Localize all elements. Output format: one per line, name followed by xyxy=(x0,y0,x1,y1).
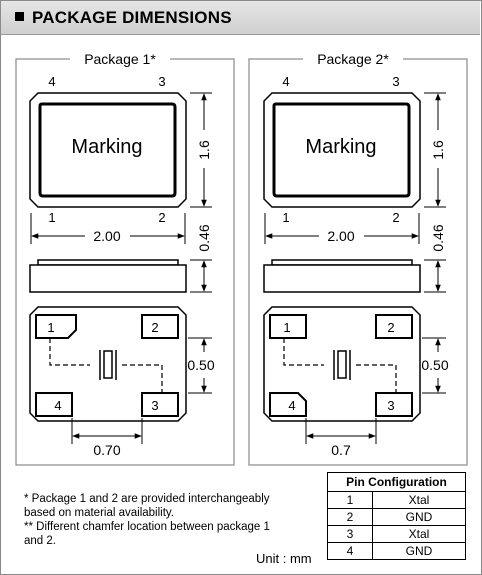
note-line-3: ** Different chamfer location between pa… xyxy=(24,521,270,533)
section-title-text: PACKAGE DIMENSIONS xyxy=(32,8,232,27)
pin-function: Xtal xyxy=(372,491,466,509)
package-1-pad-3 xyxy=(141,392,179,417)
package-2-title: Package 2* xyxy=(317,51,389,67)
pin-number: 1 xyxy=(327,491,373,509)
package-1-pad-3-label: 3 xyxy=(151,398,158,413)
package-2-pad-1-label: 1 xyxy=(283,320,290,335)
package-1-lid xyxy=(38,102,177,198)
package-1-side-body xyxy=(29,264,187,293)
package-1-crystal-icon xyxy=(103,350,113,379)
package-1-pad-pitch-dim: 0.50 xyxy=(187,357,214,373)
package-1-title: Package 1* xyxy=(84,51,156,67)
package-1-pin-4-label: 4 xyxy=(48,74,55,89)
package-2-lid xyxy=(272,102,411,198)
note-line-2: based on material availability. xyxy=(24,507,175,519)
package-2-pad-2-label: 2 xyxy=(387,320,394,335)
section-title: PACKAGE DIMENSIONS xyxy=(15,8,232,28)
square-bullet-icon xyxy=(15,12,24,21)
package-1: Package 1* 4 3 Marking 1 2 2.00 1.6 0.46 xyxy=(15,50,235,466)
package-1-pad-4-label: 4 xyxy=(54,398,61,413)
pin-table-header: Pin Configuration xyxy=(327,472,466,492)
package-2-pin-3-label: 3 xyxy=(392,74,399,89)
package-1-pad-span-dim: 0.70 xyxy=(93,442,120,458)
package-1-thickness-dim: 0.46 xyxy=(196,224,212,251)
package-2-crystal-icon xyxy=(337,350,347,379)
pin-number: 2 xyxy=(327,508,373,526)
section-header: PACKAGE DIMENSIONS xyxy=(1,1,480,35)
package-2-pin-1-label: 1 xyxy=(282,210,289,225)
package-2-marking: Marking xyxy=(305,136,376,158)
table-row: 1 Xtal xyxy=(327,491,466,509)
package-2-pad-span-dim: 0.7 xyxy=(331,442,351,458)
pin-number: 3 xyxy=(327,525,373,543)
pin-function: Xtal xyxy=(372,525,466,543)
package-2-width-dim: 2.00 xyxy=(327,228,354,244)
table-row: 2 GND xyxy=(327,508,466,526)
package-1-pad-1-label: 1 xyxy=(47,320,54,335)
package-1-pad-4 xyxy=(35,392,73,417)
package-2-thickness-dim: 0.46 xyxy=(430,224,446,251)
package-2-pad-3 xyxy=(375,392,413,417)
package-1-pin-3-label: 3 xyxy=(158,74,165,89)
package-2-pad-4 xyxy=(269,392,307,417)
package-2-height-dim: 1.6 xyxy=(430,140,446,160)
package-1-pin-1-label: 1 xyxy=(48,210,55,225)
package-1-height-dim: 1.6 xyxy=(196,140,212,160)
package-2: Package 2* 4 3 Marking 1 2 2.00 1.6 0.46 xyxy=(248,50,468,466)
package-2-pad-2 xyxy=(375,314,413,339)
package-1-pad-1 xyxy=(35,314,77,339)
note-line-4: and 2. xyxy=(24,535,56,547)
pin-table-title: Pin Configuration xyxy=(327,472,466,492)
package-1-pad-2-label: 2 xyxy=(151,320,158,335)
pin-function: GND xyxy=(372,542,466,560)
package-2-title-bg xyxy=(303,50,403,68)
package-2-side-body xyxy=(263,264,421,293)
package-2-pin-4-label: 4 xyxy=(282,74,289,89)
package-2-pad-pitch-dim: 0.50 xyxy=(421,357,448,373)
package-1-pad-2 xyxy=(141,314,179,339)
table-row: 4 GND xyxy=(327,542,466,560)
package-1-title-bg xyxy=(70,50,170,68)
pin-number: 4 xyxy=(327,542,373,560)
unit-label: Unit : mm xyxy=(256,551,312,566)
package-1-pin-2-label: 2 xyxy=(158,210,165,225)
package-2-pin-2-label: 2 xyxy=(392,210,399,225)
pin-function: GND xyxy=(372,508,466,526)
package-2-pad-1 xyxy=(269,314,307,339)
package-2-pad-4-label: 4 xyxy=(288,398,295,413)
note-line-1: * Package 1 and 2 are provided interchan… xyxy=(24,493,270,505)
pin-configuration-table: Pin Configuration 1 Xtal 2 GND 3 Xtal 4 … xyxy=(327,472,466,560)
package-1-width-dim: 2.00 xyxy=(93,228,120,244)
package-2-pad-3-label: 3 xyxy=(387,398,394,413)
table-row: 3 Xtal xyxy=(327,525,466,543)
package-1-marking: Marking xyxy=(71,136,142,158)
